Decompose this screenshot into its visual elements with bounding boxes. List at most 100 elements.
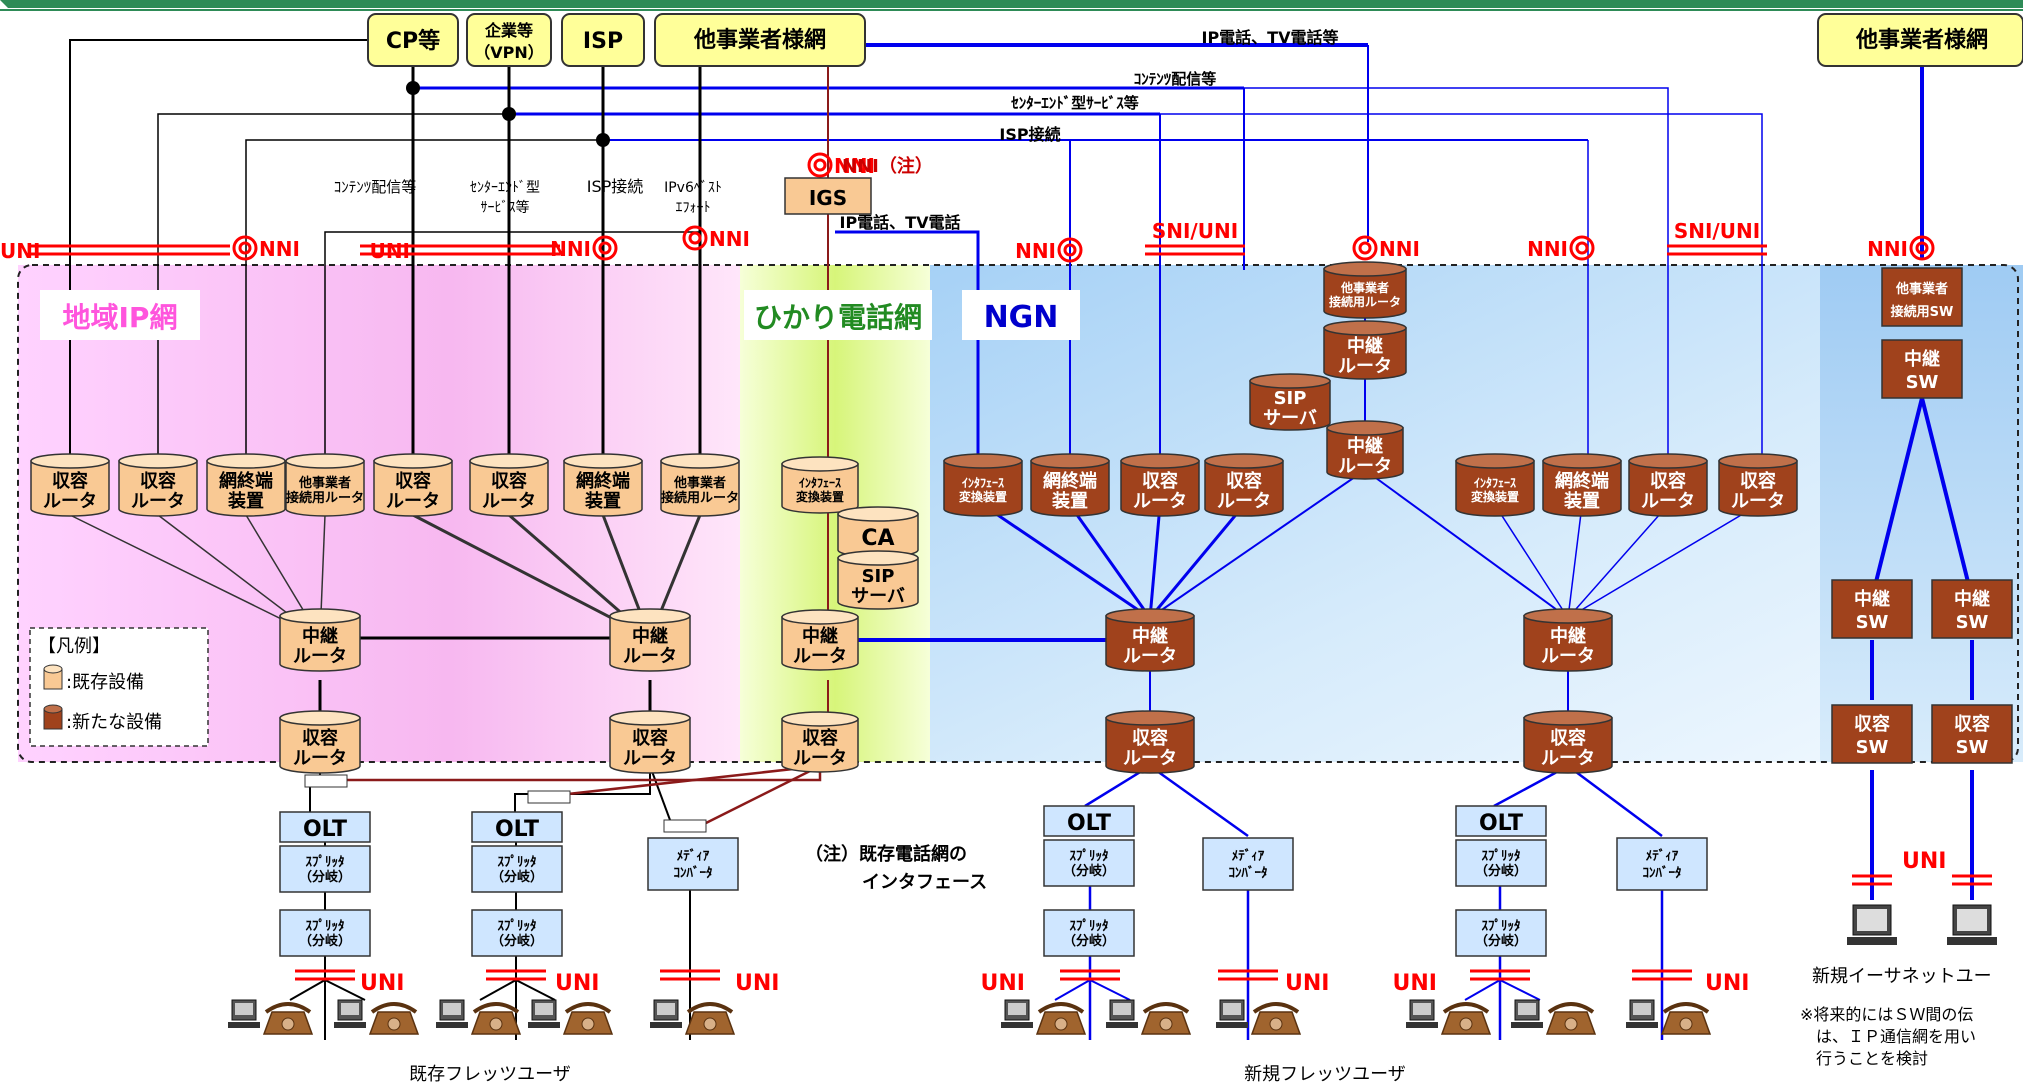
regional-oc-router-2-label-2: 接続用ルータ [661, 490, 739, 506]
svg-text:ひかり電話網: ひかり電話網 [754, 301, 922, 334]
ngn-oc-router-label-2: 接続用ルータ [1329, 294, 1401, 309]
ngn-relay-top-2-label-1: 中継 [1347, 435, 1383, 457]
ngn-acc-router-3-label-1: 収容 [1650, 470, 1686, 492]
fan-4a [1054, 979, 1091, 1001]
fan-2a [479, 979, 517, 1001]
user-terminal-6-phone [1035, 1002, 1087, 1035]
ngn-relay-top-2-label-2: ルータ [1338, 456, 1392, 477]
ip-tv-short-line [835, 230, 980, 470]
uni-bottom-7 [1632, 969, 1692, 981]
igs-box: IGS [784, 177, 872, 215]
regional-relay-router-1-label-2: ルータ [293, 646, 347, 667]
uni-bottom-1 [295, 969, 355, 981]
corp-line [157, 113, 509, 470]
uni-bottom-3-label: UNI [735, 971, 779, 996]
ngn-acc-router-1-label-1: 収容 [1142, 470, 1178, 492]
eth-relay-sw-3-label-2: SW [1956, 612, 1989, 633]
ngn-acc-router-6-label-2: ルータ [1541, 748, 1595, 769]
svg-text:地域IP網: 地域IP網 [63, 301, 178, 334]
ca-server-label-1: CA [861, 526, 894, 551]
svg-text:IGS: IGS [809, 186, 847, 210]
ngn-relay-router-2-label-1: 中継 [1550, 625, 1586, 647]
hikari-relay-router-label-2: ルータ [793, 646, 847, 667]
new-olt-1-text: OLT [1067, 811, 1111, 836]
user-terminal-5-phone [684, 1002, 736, 1035]
uni-bottom-6 [1470, 969, 1530, 981]
fan-6b [1499, 979, 1541, 1001]
nni-mark-4: NNI [1015, 237, 1083, 263]
ngn-uplink [1148, 504, 1162, 619]
regional-acc-router-3-label-2: ルータ [386, 491, 440, 512]
regional-relay-router-1-label-1: 中継 [302, 625, 338, 647]
hikari-if-converter-label-1: ｲﾝﾀﾌｪｰｽ [799, 475, 841, 490]
uni-bottom-3 [660, 969, 720, 981]
new-splitter-1a: ｽﾌﾟﾘｯﾀ（分岐） [1043, 839, 1135, 887]
eth-user-pc-1 [1847, 904, 1897, 945]
ngn-relay-router-1-label-1: 中継 [1132, 625, 1168, 647]
regional-edge-router-2-label-1: 収容 [632, 727, 668, 749]
isp-box: ISP [561, 13, 645, 67]
edge-link-3 [649, 765, 671, 821]
ngn-nte-2-label-1: 網終端 [1555, 470, 1609, 492]
label-ip-tv-phone: IP電話、TV電話等 [1202, 28, 1339, 47]
regional-ip-title: 地域IP網 [40, 290, 200, 340]
regional-edge-router-1-label-2: ルータ [293, 748, 347, 769]
user-terminal-11-pc [1626, 999, 1658, 1028]
user-terminal-10-phone [1545, 1002, 1597, 1035]
eth-relay-sw-1-label-2: SW [1906, 372, 1939, 393]
existing-olt-2-text: OLT [495, 817, 539, 842]
user-terminal-4-phone [562, 1002, 614, 1035]
regional-oc-router-1-label-2: 接続用ルータ [286, 490, 364, 506]
new-splitter-1a-text: ｽﾌﾟﾘｯﾀ [1070, 848, 1109, 864]
nni-mark-6: NNI [1527, 235, 1595, 261]
eth-sw-link-2 [1920, 397, 1974, 599]
svg-text:NGN: NGN [984, 300, 1059, 335]
eth-acc-sw-1-label-2: SW [1856, 737, 1889, 758]
regional-nte-2-label-1: 網終端 [576, 470, 630, 492]
ngn-acc-router-2-label-1: 収容 [1226, 470, 1262, 492]
nni-mark-2-label: NNI [550, 237, 591, 261]
new-splitter-2b: ｽﾌﾟﾘｯﾀ（分岐） [1455, 909, 1547, 957]
new-media-converter-2-text: ｺﾝﾊﾞｰﾀ [1643, 865, 1682, 881]
label-center-end-region-2: ｻｰﾋﾞｽ等 [481, 199, 530, 216]
ngn-uplink [982, 503, 1151, 620]
future-note-1: ※将来的にはＳＷ間の伝 [1800, 1005, 1973, 1024]
user-terminal-9-phone [1440, 1002, 1492, 1035]
svg-text:ISP: ISP [583, 29, 623, 54]
hikari-sip-server-label-2: サーバ [851, 586, 905, 607]
cp-box: CP等 [367, 13, 459, 67]
ipv6-line [324, 231, 700, 470]
svg-text::既存設備: :既存設備 [66, 672, 144, 693]
ngn-relay-top-1-label-2: ルータ [1338, 356, 1392, 377]
nni-note-mark: NNI [807, 152, 875, 178]
user-terminal-4-pc [528, 999, 560, 1028]
ca-server: CA [837, 506, 919, 558]
fan-4b [1089, 979, 1131, 1001]
connector-box [527, 790, 571, 804]
ngn-if-converter-1-label-1: ｲﾝﾀﾌｪｰｽ [962, 475, 1004, 490]
fan-1a [289, 979, 326, 1001]
regional-acc-router-2-label-2: ルータ [131, 491, 185, 512]
user-terminal-11-phone [1660, 1002, 1712, 1035]
ngn-acc-router-4-label-1: 収容 [1740, 470, 1776, 492]
regional-oc-router-2-label-1: 他事業者 [673, 475, 726, 491]
svg-text:CP等: CP等 [386, 28, 440, 54]
user-terminal-9-pc [1406, 999, 1438, 1028]
user-terminal-7-pc [1106, 999, 1138, 1028]
